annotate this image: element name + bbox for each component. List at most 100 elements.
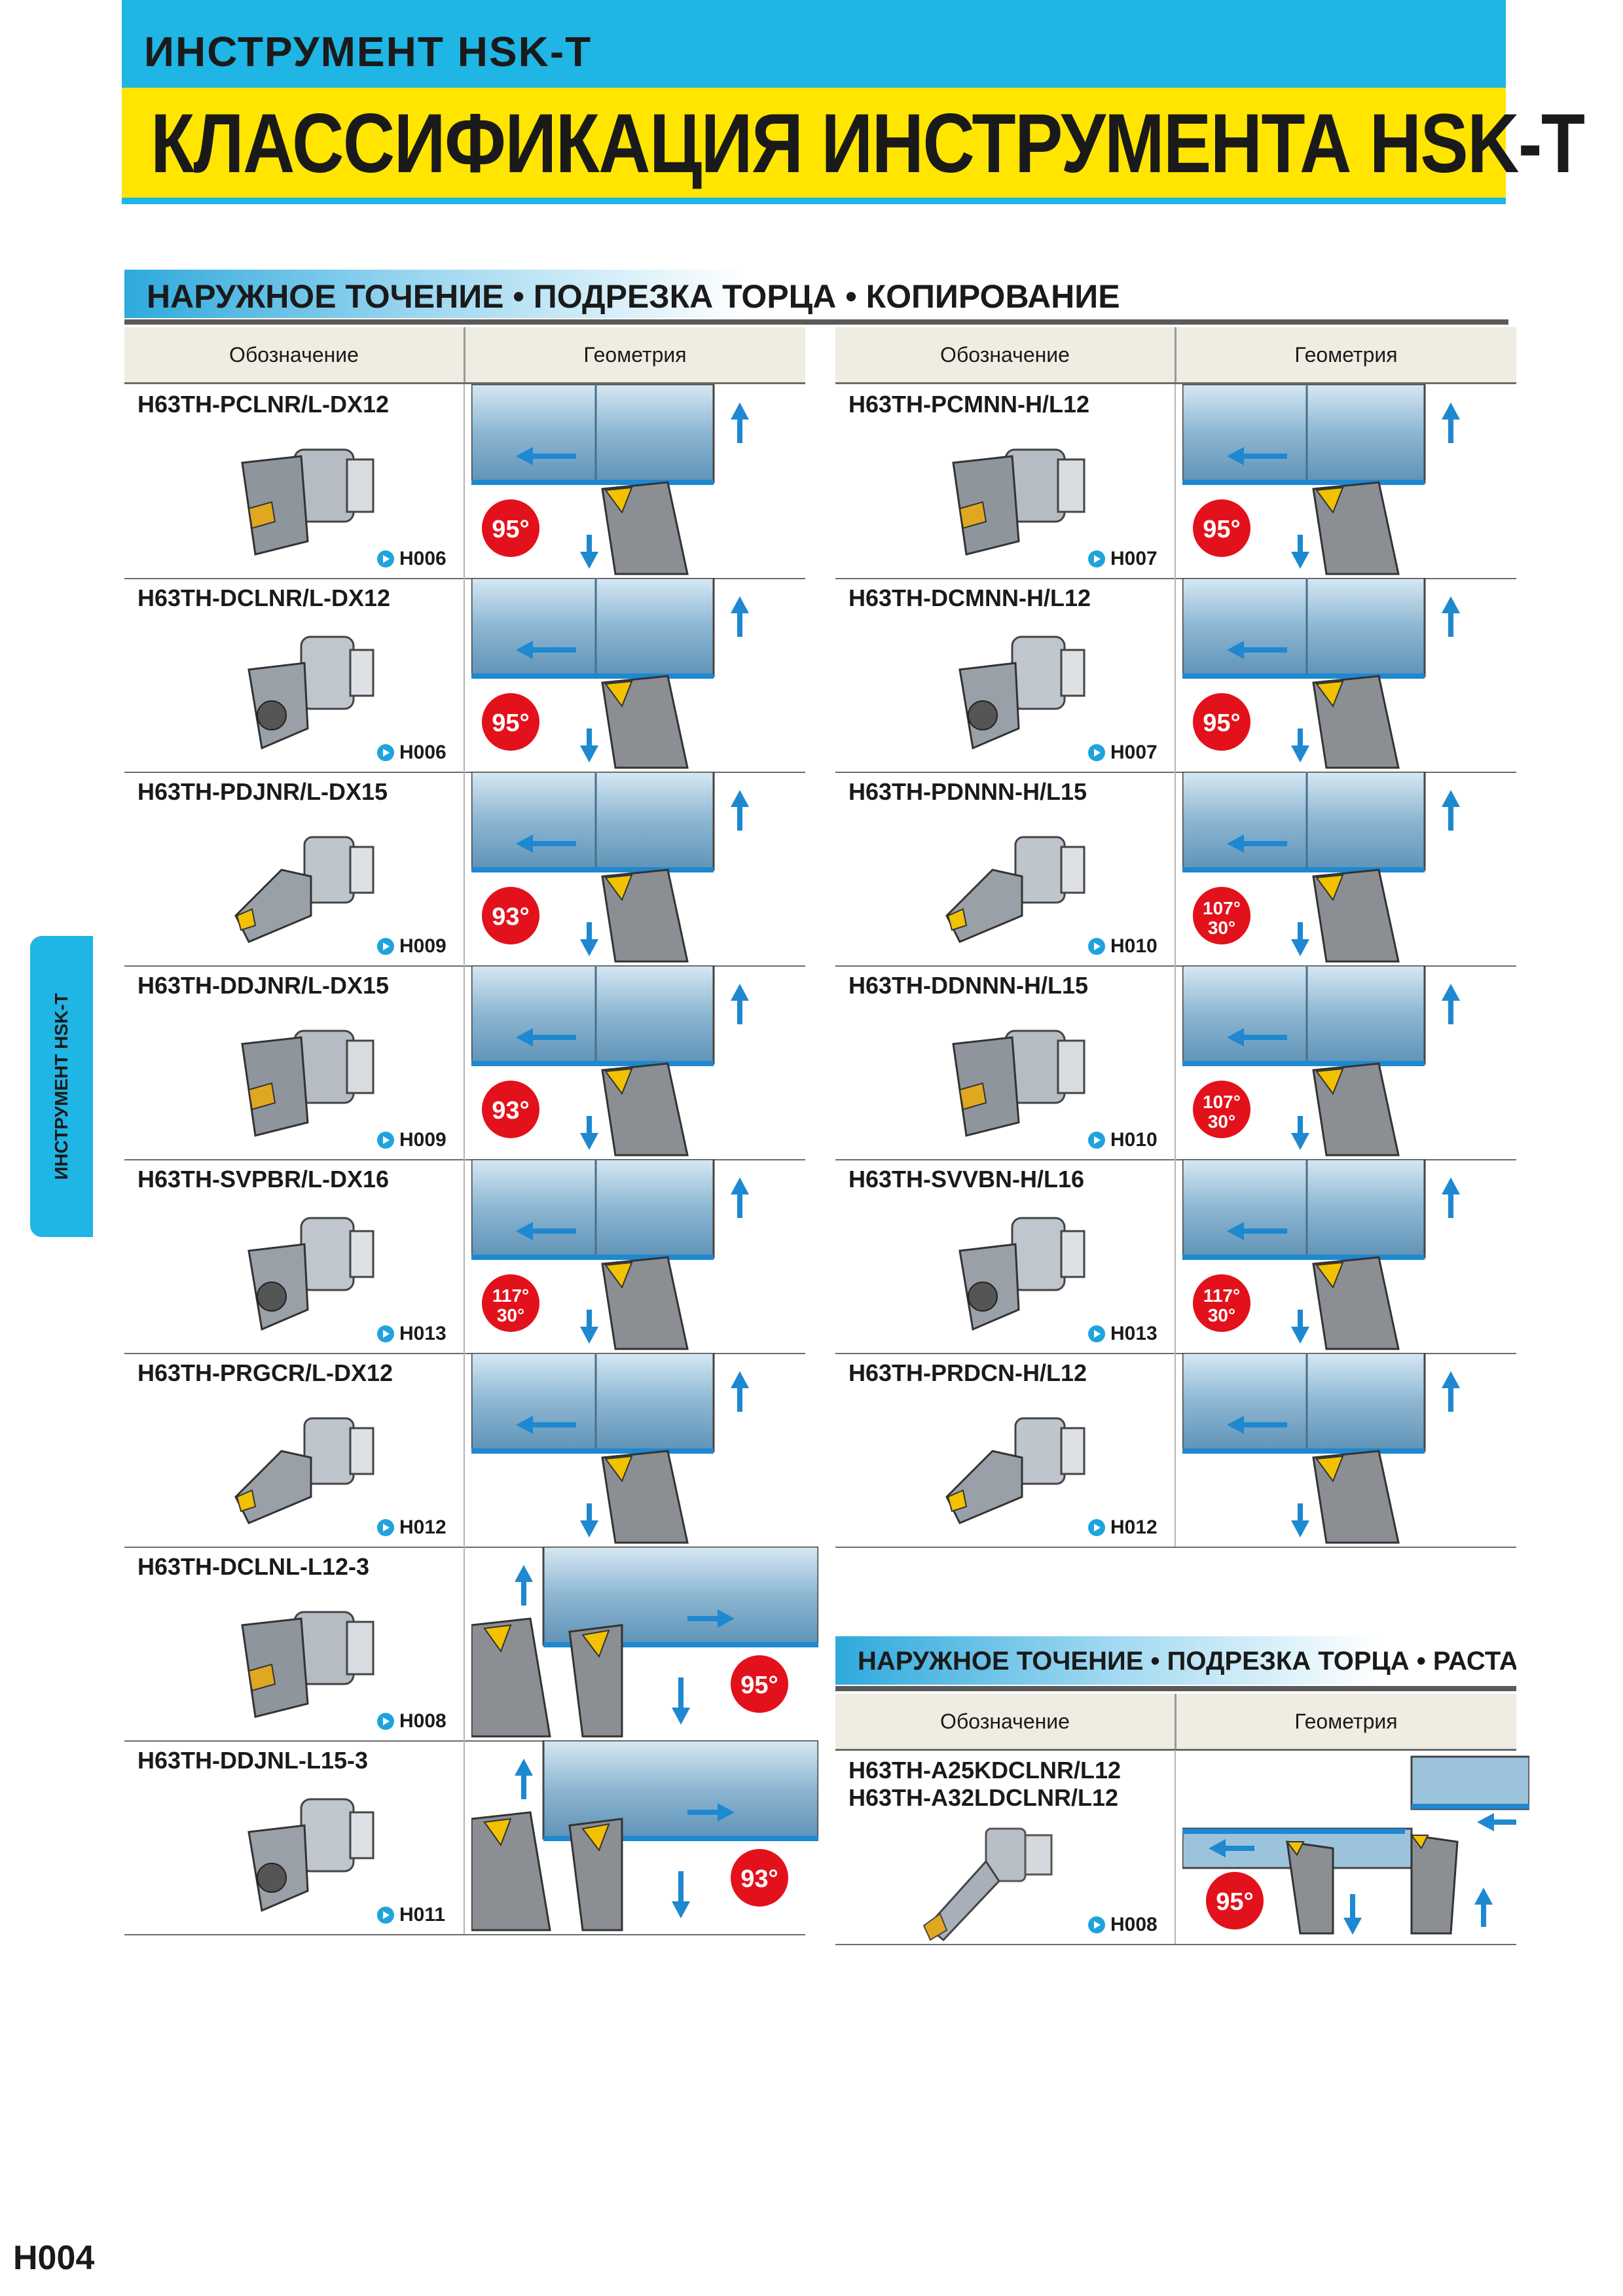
section2-table-header: Обозначение Геометрия [835,1694,1516,1751]
angle-label: 95° [492,709,529,737]
page-ref-label: H006 [399,742,447,763]
page-title: КЛАССИФИКАЦИЯ ИНСТРУМЕНТА HSK-T [151,97,1585,190]
angle-label: 93° [740,1865,778,1893]
tool-image [241,448,374,556]
tool-image [234,836,374,943]
page-ref[interactable]: H007 [1088,742,1158,765]
col-geometry: Геометрия [583,343,687,367]
geometry-diagram: 117°30° [471,1159,749,1350]
geometry-diagram: 95° [471,1547,818,1738]
page-ref[interactable]: H008 [377,1710,447,1734]
page-ref-label: H008 [399,1710,447,1732]
tool-code: H63TH-DCLNR/L-DX12 [137,584,391,611]
tool-code: H63TH-DDJNR/L-DX15 [137,972,390,999]
right-table-header: Обозначение Геометрия [835,327,1516,384]
page-ref[interactable]: H009 [377,1129,447,1153]
angle-label-2: 30° [1208,1111,1235,1132]
angle-label-2: 30° [497,1305,524,1325]
tool-code: H63TH-A25KDCLNR/L12 [848,1757,1122,1784]
arrow-right-icon [1088,1916,1105,1933]
table-row[interactable]: H63TH-A25KDCLNR/L12 H63TH-A32LDCLNR/L12 … [835,1750,1529,1945]
angle-badge [1193,1274,1250,1332]
col-geometry: Геометрия [1294,343,1398,367]
geometry-diagram: 93° [471,1740,818,1931]
tool-code: H63TH-PCMNN-H/L12 [848,391,1090,418]
column-divider [464,1353,465,1547]
col-designation: Обозначение [940,343,1070,367]
geometry-diagram: 95° [471,578,749,769]
page-ref-label: H012 [1110,1516,1158,1538]
page-ref-label: H010 [1110,935,1158,957]
page-ref[interactable]: H011 [377,1904,445,1928]
angle-badge [482,1274,539,1332]
page-ref[interactable]: H010 [1088,1129,1158,1153]
arrow-right-icon [377,1519,394,1536]
geometry-diagram: 107°30° [1182,965,1460,1157]
tool-code: H63TH-PCLNR/L-DX12 [137,391,390,418]
angle-badge [482,1081,539,1138]
angle-label: 95° [1203,516,1240,543]
geometry-diagram: 95° [1182,1755,1529,1935]
page-ref[interactable]: H007 [1088,548,1158,571]
arrow-right-icon [377,1713,394,1730]
tool-image [945,1417,1085,1524]
page-ref[interactable]: H010 [1088,935,1158,959]
side-tab-label: ИНСТРУМЕНТ HSK-T [51,993,71,1180]
section2-rule [835,1686,1516,1691]
page-ref[interactable]: H013 [377,1323,447,1346]
column-divider [1175,772,1176,965]
tool-image [241,1611,374,1718]
page-ref-label: H011 [399,1904,446,1926]
column-divider [464,1159,465,1353]
tool-image [922,1827,1053,1942]
tool-code: H63TH-DCMNN-H/L12 [848,584,1091,611]
arrow-right-icon [1088,550,1105,567]
page-ref[interactable]: H009 [377,935,447,959]
geometry-diagram: 95° [471,384,749,575]
page-ref-label: H010 [1110,1129,1158,1151]
tool-image [247,1217,374,1331]
page-number: H004 [13,2239,95,2277]
arrow-right-icon [1088,1519,1105,1536]
arrow-right-icon [1088,744,1105,761]
angle-badge [482,887,539,944]
tool-code: H63TH-DDNNN-H/L15 [848,972,1089,999]
column-divider [1175,965,1176,1159]
page-ref[interactable]: H006 [377,742,447,765]
arrow-right-icon [377,938,394,955]
tool-code: H63TH-PRGCR/L-DX12 [137,1359,393,1386]
angle-label: 95° [740,1672,778,1699]
column-divider [464,384,465,578]
page-ref[interactable]: H008 [1088,1914,1158,1937]
geometry-diagram: 117°30° [1182,1159,1460,1350]
geometry-diagram: 95° [1182,384,1460,575]
geometry-diagram [1182,1353,1460,1544]
tool-code: H63TH-PDNNN-H/L15 [848,778,1087,805]
angle-badge [482,693,539,751]
page-ref[interactable]: H012 [1088,1516,1158,1540]
col-geometry: Геометрия [1294,1710,1398,1733]
page-ref[interactable]: H013 [1088,1323,1158,1346]
side-tab[interactable]: ИНСТРУМЕНТ HSK-T [30,936,93,1237]
page-ref[interactable]: H012 [377,1516,447,1540]
tool-code: H63TH-DCLNL-L12-3 [137,1553,370,1580]
angle-label-2: 30° [1208,1305,1235,1325]
section2-title: НАРУЖНОЕ ТОЧЕНИЕ • ПОДРЕЗКА ТОРЦА • РАСТ… [858,1647,1516,1676]
page-ref[interactable]: H006 [377,548,447,571]
arrow-right-icon [1088,1132,1105,1149]
arrow-right-icon [1088,1325,1105,1342]
